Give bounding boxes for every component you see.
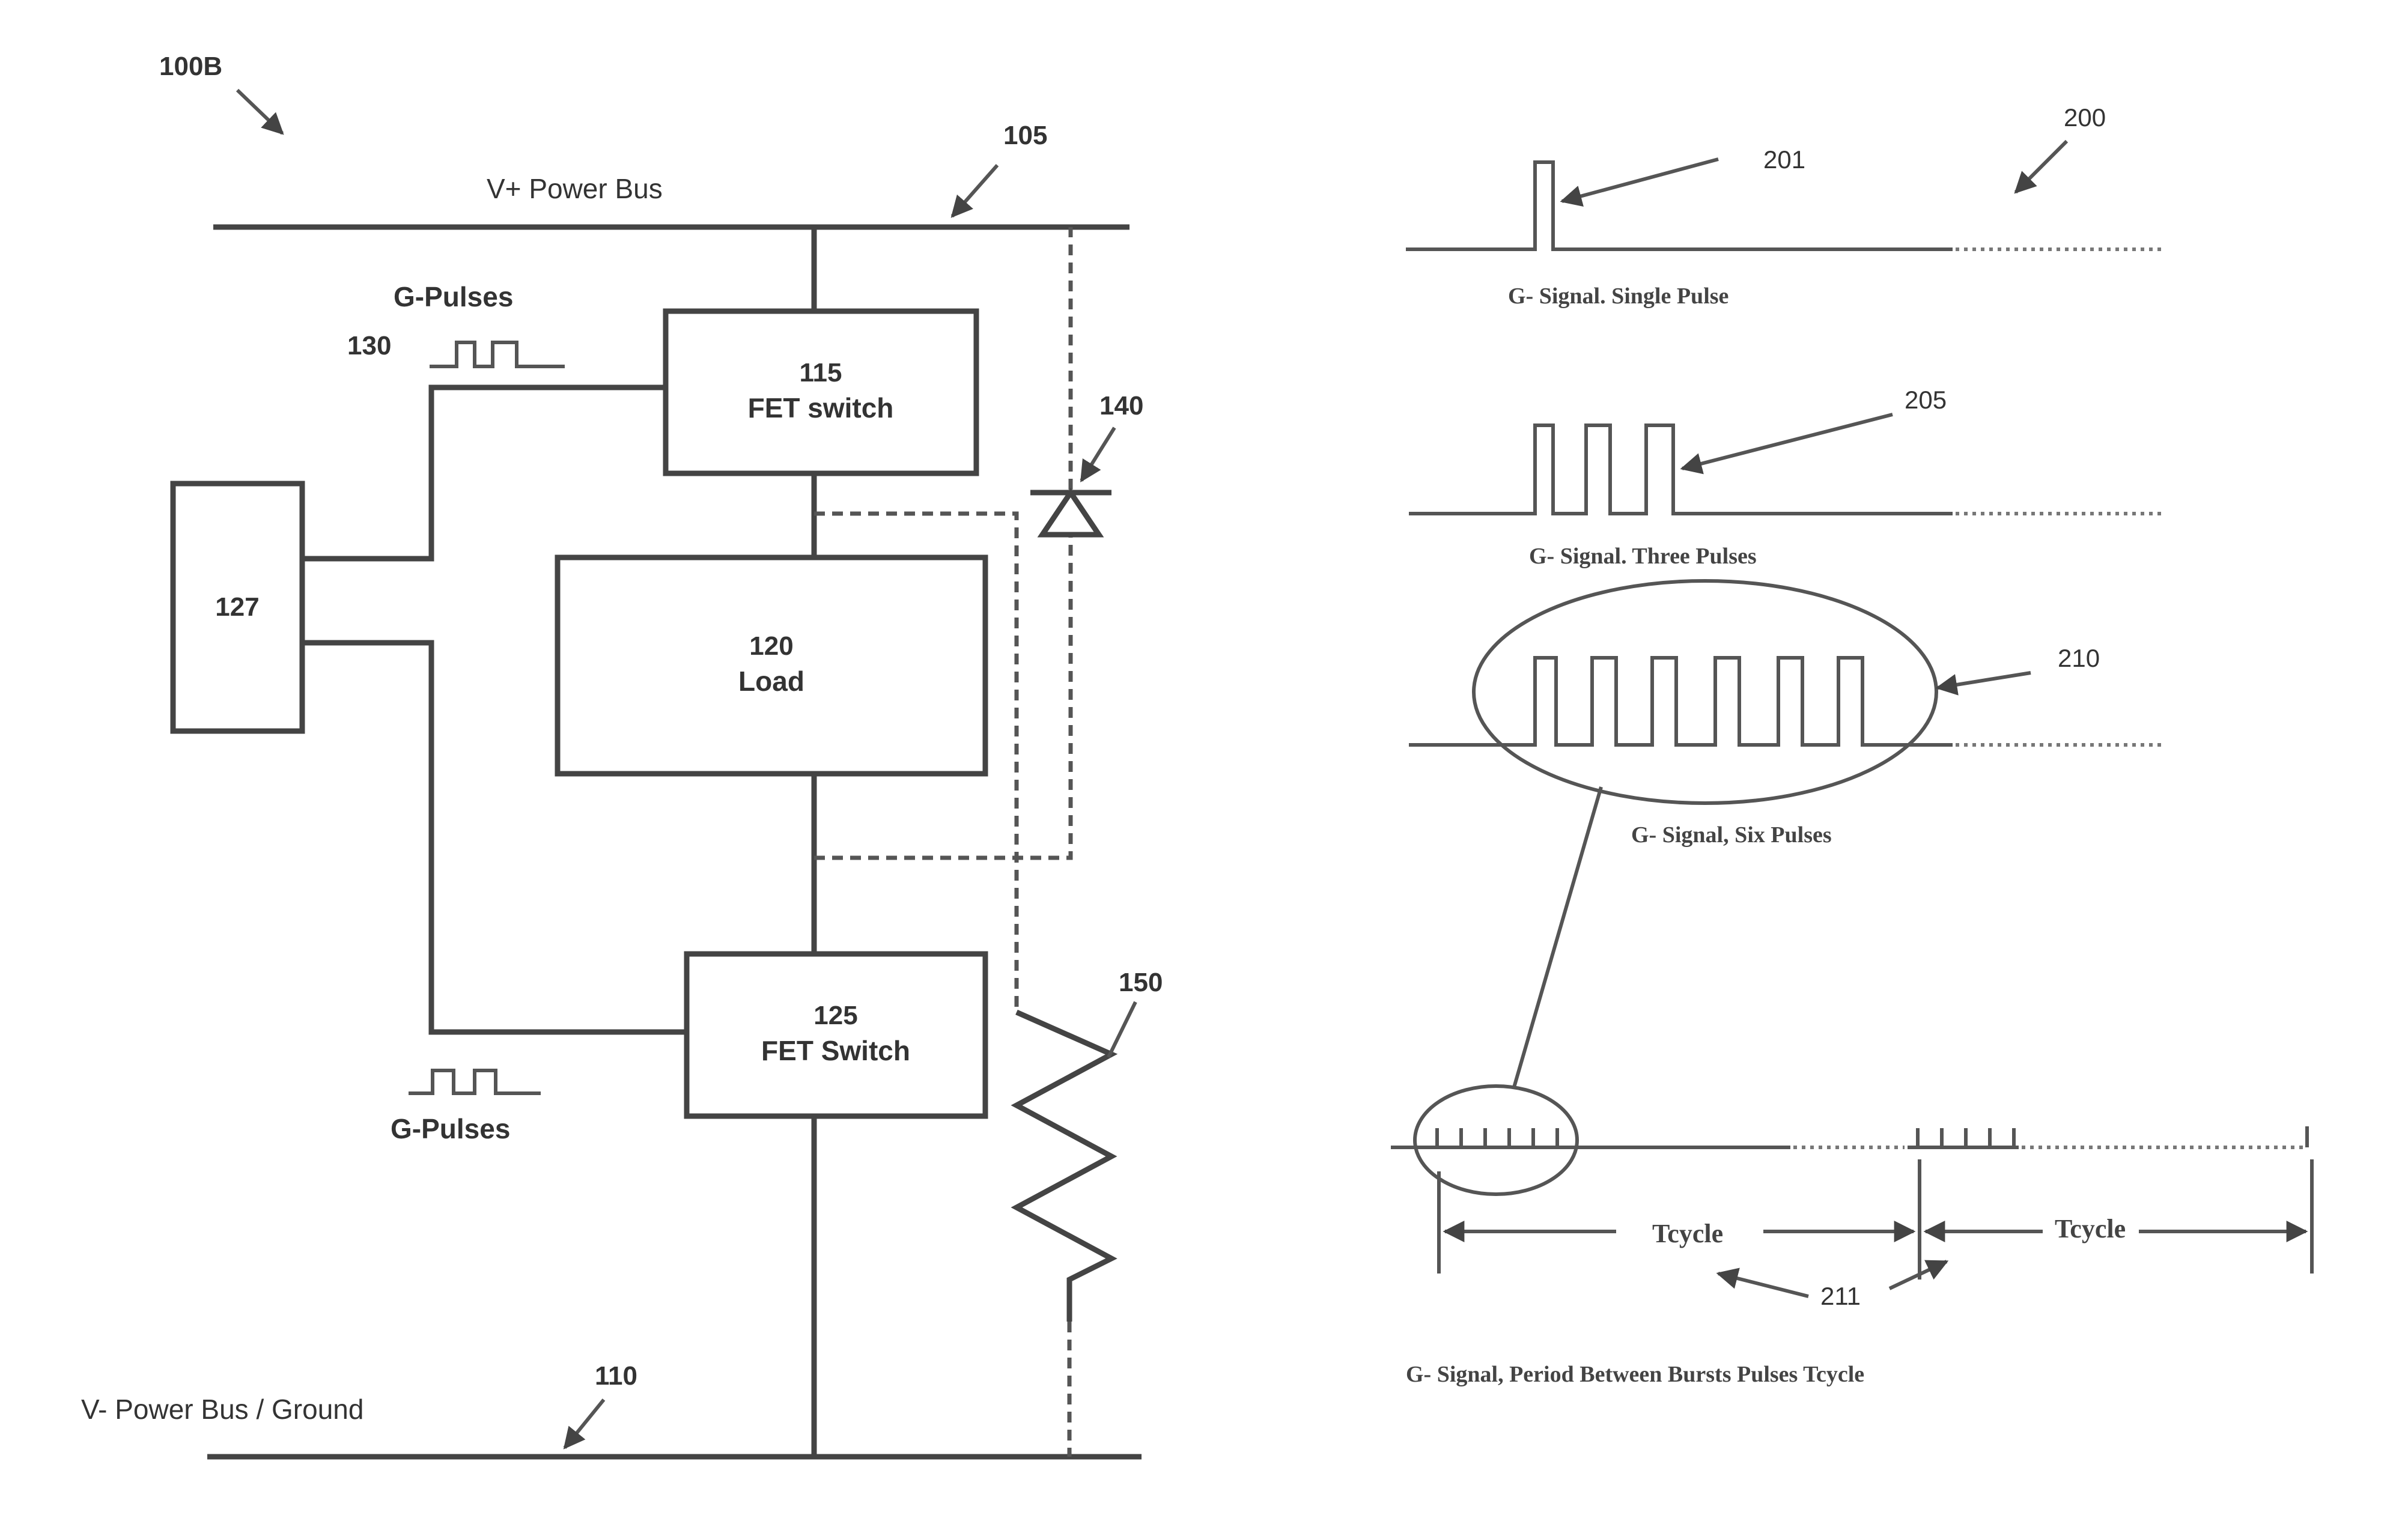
burst-1-pulses xyxy=(1437,1128,1557,1147)
single-pulse-waveform xyxy=(1406,162,1953,249)
ref-150: 150 xyxy=(1119,968,1163,997)
resistor-150 xyxy=(1017,1012,1111,1322)
ref-105: 105 xyxy=(1003,121,1047,150)
ref-arrow-100b xyxy=(237,90,282,133)
ref-arrow-110 xyxy=(565,1400,604,1448)
figure-ref-200: 200 xyxy=(2064,103,2106,132)
three-pulse-waveform xyxy=(1409,425,1953,514)
ref-110: 110 xyxy=(595,1361,637,1391)
ref-201: 201 xyxy=(1763,145,1805,174)
ref-205: 205 xyxy=(1905,386,1947,414)
gate-wire-fet115 xyxy=(302,387,666,559)
circuit-diagram: 100B V+ Power Bus 105 V- Power Bus / Gro… xyxy=(81,52,1163,1457)
fet-115-ref: 115 xyxy=(800,358,842,387)
fet-125-ref: 125 xyxy=(813,1001,857,1030)
ref-130: 130 xyxy=(347,331,391,360)
ref-arrow-210 xyxy=(1938,673,2031,688)
six-pulse-caption: G- Signal, Six Pulses xyxy=(1631,822,1832,848)
ref-arrow-105 xyxy=(952,165,997,216)
ref-210: 210 xyxy=(2058,644,2100,672)
figure-ref-100b: 100B xyxy=(159,52,222,81)
three-pulse-caption: G- Signal. Three Pulses xyxy=(1529,544,1757,569)
ref-arrow-211-left xyxy=(1718,1274,1808,1296)
ref-line-150 xyxy=(1108,1002,1136,1057)
diode-140 xyxy=(1042,493,1099,535)
zoom-connector-line xyxy=(1514,787,1601,1087)
gpulses-top-label: G-Pulses xyxy=(394,281,513,312)
ref-arrow-140 xyxy=(1081,428,1114,481)
ref-arrow-200 xyxy=(2016,141,2067,192)
vplus-bus-label: V+ Power Bus xyxy=(487,173,663,204)
gpulses-bottom-label: G-Pulses xyxy=(391,1113,510,1144)
six-pulse-highlight-ellipse xyxy=(1474,581,1936,803)
ref-211: 211 xyxy=(1820,1282,1861,1310)
fet-125-label: FET Switch xyxy=(761,1035,910,1066)
ref-140: 140 xyxy=(1099,391,1143,420)
fet-115-label: FET switch xyxy=(748,392,894,424)
burst-2-pulses xyxy=(1918,1128,2014,1147)
period-2-label: Tcycle xyxy=(2055,1214,2126,1243)
period-1-label: Tcycle xyxy=(1652,1219,1723,1248)
waveform-diagram: 200 201 G- Signal. Single Pulse 205 G- S… xyxy=(1391,103,2312,1387)
load-label: Load xyxy=(738,666,804,697)
single-pulse-caption: G- Signal. Single Pulse xyxy=(1508,284,1728,309)
gpulses-bottom-symbol xyxy=(409,1070,541,1093)
gpulses-top-symbol xyxy=(430,342,565,366)
vminus-bus-label: V- Power Bus / Ground xyxy=(81,1394,363,1425)
burst-caption: G- Signal, Period Between Bursts Pulses … xyxy=(1406,1362,1864,1387)
ref-arrow-201 xyxy=(1562,159,1718,201)
ref-arrow-205 xyxy=(1682,414,1893,469)
load-ref: 120 xyxy=(749,631,793,661)
controller-ref: 127 xyxy=(215,592,259,622)
